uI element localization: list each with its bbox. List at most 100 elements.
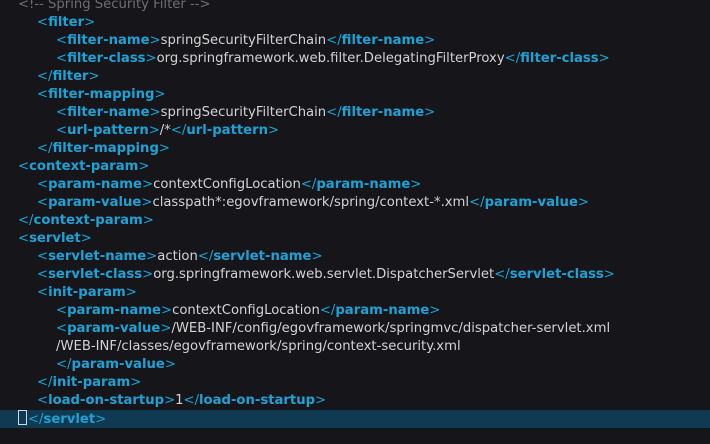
xml-open-tag-name: param-value — [67, 321, 161, 336]
xml-open-tag-name: init-param — [48, 285, 126, 300]
tag-bracket: > — [154, 87, 166, 102]
code-line[interactable]: <url-pattern>/*</url-pattern> — [0, 122, 710, 140]
xml-close-tag-name: url-pattern — [186, 123, 269, 138]
tag-bracket: </ — [326, 33, 342, 48]
tag-bracket: </ — [37, 141, 53, 156]
xml-close-tag-name: context-param — [33, 213, 143, 228]
code-line[interactable]: </init-param> — [0, 374, 710, 392]
xml-close-tag-name: servlet-class — [509, 267, 604, 282]
xml-text-value: contextConfigLocation — [172, 303, 320, 318]
xml-open-tag-name: servlet — [29, 231, 81, 246]
code-line[interactable]: <servlet> — [0, 230, 710, 248]
tag-bracket: </ — [326, 105, 342, 120]
code-line[interactable]: <filter-mapping> — [0, 86, 710, 104]
code-line[interactable]: </param-value> — [0, 356, 710, 374]
tag-bracket: > — [149, 105, 161, 120]
tag-bracket: </ — [319, 303, 336, 318]
xml-text-value: /WEB-INF/classes/egovframework/spring/co… — [56, 339, 461, 354]
tag-bracket: </ — [504, 51, 521, 66]
tag-bracket: </ — [494, 267, 510, 282]
code-line[interactable]: <param-value>classpath*:egovframework/sp… — [0, 194, 710, 212]
xml-text-value: org.springframework.web.filter.Delegatin… — [156, 51, 505, 66]
tag-bracket: < — [37, 87, 49, 102]
code-line[interactable]: /WEB-INF/classes/egovframework/spring/co… — [0, 338, 710, 356]
tag-bracket: < — [56, 51, 68, 66]
xml-close-tag-name: filter-class — [520, 51, 599, 66]
code-line[interactable]: <context-param> — [0, 158, 710, 176]
tag-bracket: < — [37, 393, 49, 408]
tag-bracket: < — [18, 159, 30, 174]
xml-close-tag-name: filter-name — [341, 105, 425, 120]
xml-open-tag-name: filter-name — [67, 105, 150, 120]
code-line[interactable]: <filter-name>springSecurityFilterChain</… — [0, 104, 710, 122]
tag-bracket: > — [268, 123, 280, 138]
xml-open-tag-name: servlet-class — [48, 267, 143, 282]
code-line[interactable]: <init-param> — [0, 284, 710, 302]
tag-bracket: > — [311, 249, 323, 264]
xml-close-tag-name: filter — [52, 69, 89, 84]
code-line[interactable]: <!-- Spring Security Filter --> — [0, 0, 710, 14]
tag-bracket: > — [577, 195, 589, 210]
tag-bracket: </ — [56, 357, 72, 372]
tag-bracket: > — [142, 267, 154, 282]
tag-bracket: > — [149, 33, 161, 48]
tag-bracket: < — [56, 105, 68, 120]
xml-open-tag-name: servlet-name — [48, 249, 147, 264]
xml-text-value: action — [157, 249, 198, 264]
xml-text-value: org.springframework.web.servlet.Dispatch… — [153, 267, 495, 282]
xml-close-tag-name: param-name — [316, 177, 411, 192]
tag-bracket: > — [141, 195, 153, 210]
code-line[interactable]: <param-name>contextConfigLocation</param… — [0, 176, 710, 194]
code-line-current[interactable]: </servlet> — [0, 410, 710, 428]
code-line[interactable]: </filter-mapping> — [0, 140, 710, 158]
code-line[interactable]: <servlet-name>action</servlet-name> — [0, 248, 710, 266]
tag-bracket: > — [424, 105, 436, 120]
tag-bracket: < — [37, 285, 49, 300]
xml-text-value: springSecurityFilterChain — [160, 33, 327, 48]
tag-bracket: > — [95, 412, 107, 427]
tag-bracket: < — [37, 15, 49, 30]
xml-open-tag-name: url-pattern — [67, 123, 149, 138]
code-line[interactable]: <param-name>contextConfigLocation</param… — [0, 302, 710, 320]
tag-bracket: < — [37, 177, 49, 192]
tag-bracket: > — [161, 303, 173, 318]
xml-text-value: 1 — [175, 393, 184, 408]
code-line[interactable]: <filter-class>org.springframework.web.fi… — [0, 50, 710, 68]
code-line[interactable]: <filter> — [0, 14, 710, 32]
tag-bracket: > — [138, 159, 150, 174]
xml-open-tag-name: filter-class — [67, 51, 146, 66]
code-line[interactable]: <filter-name>springSecurityFilterChain</… — [0, 32, 710, 50]
tag-bracket: > — [424, 33, 436, 48]
code-line[interactable]: </filter> — [0, 68, 710, 86]
xml-close-tag-name: filter-name — [341, 33, 425, 48]
tag-bracket: > — [164, 393, 176, 408]
tag-bracket: > — [148, 123, 160, 138]
xml-comment: <!-- Spring Security Filter --> — [18, 0, 211, 12]
tag-bracket: < — [56, 123, 68, 138]
tag-bracket: > — [145, 51, 157, 66]
xml-open-tag-name: filter-mapping — [48, 87, 155, 102]
text-cursor — [18, 410, 27, 425]
xml-text-value: contextConfigLocation — [153, 177, 301, 192]
tag-bracket: > — [142, 213, 154, 228]
tag-bracket: < — [37, 195, 49, 210]
tag-bracket: > — [598, 51, 610, 66]
tag-bracket: > — [125, 285, 137, 300]
code-line[interactable]: </context-param> — [0, 212, 710, 230]
code-line[interactable]: <param-value>/WEB-INF/config/egovframewo… — [0, 320, 710, 338]
tag-bracket: > — [410, 177, 422, 192]
code-line[interactable]: <load-on-startup>1</load-on-startup> — [0, 392, 710, 410]
tag-bracket: </ — [170, 123, 187, 138]
tag-bracket: < — [18, 231, 30, 246]
tag-bracket: > — [164, 357, 176, 372]
tag-bracket: < — [56, 33, 68, 48]
tag-bracket: > — [158, 141, 170, 156]
xml-open-tag-name: filter-name — [67, 33, 150, 48]
tag-bracket: > — [80, 231, 92, 246]
xml-close-tag-name: param-value — [71, 357, 165, 372]
tag-bracket: </ — [183, 393, 200, 408]
xml-open-tag-name: filter — [48, 15, 85, 30]
code-line[interactable]: <servlet-class>org.springframework.web.s… — [0, 266, 710, 284]
tag-bracket: </ — [300, 177, 317, 192]
